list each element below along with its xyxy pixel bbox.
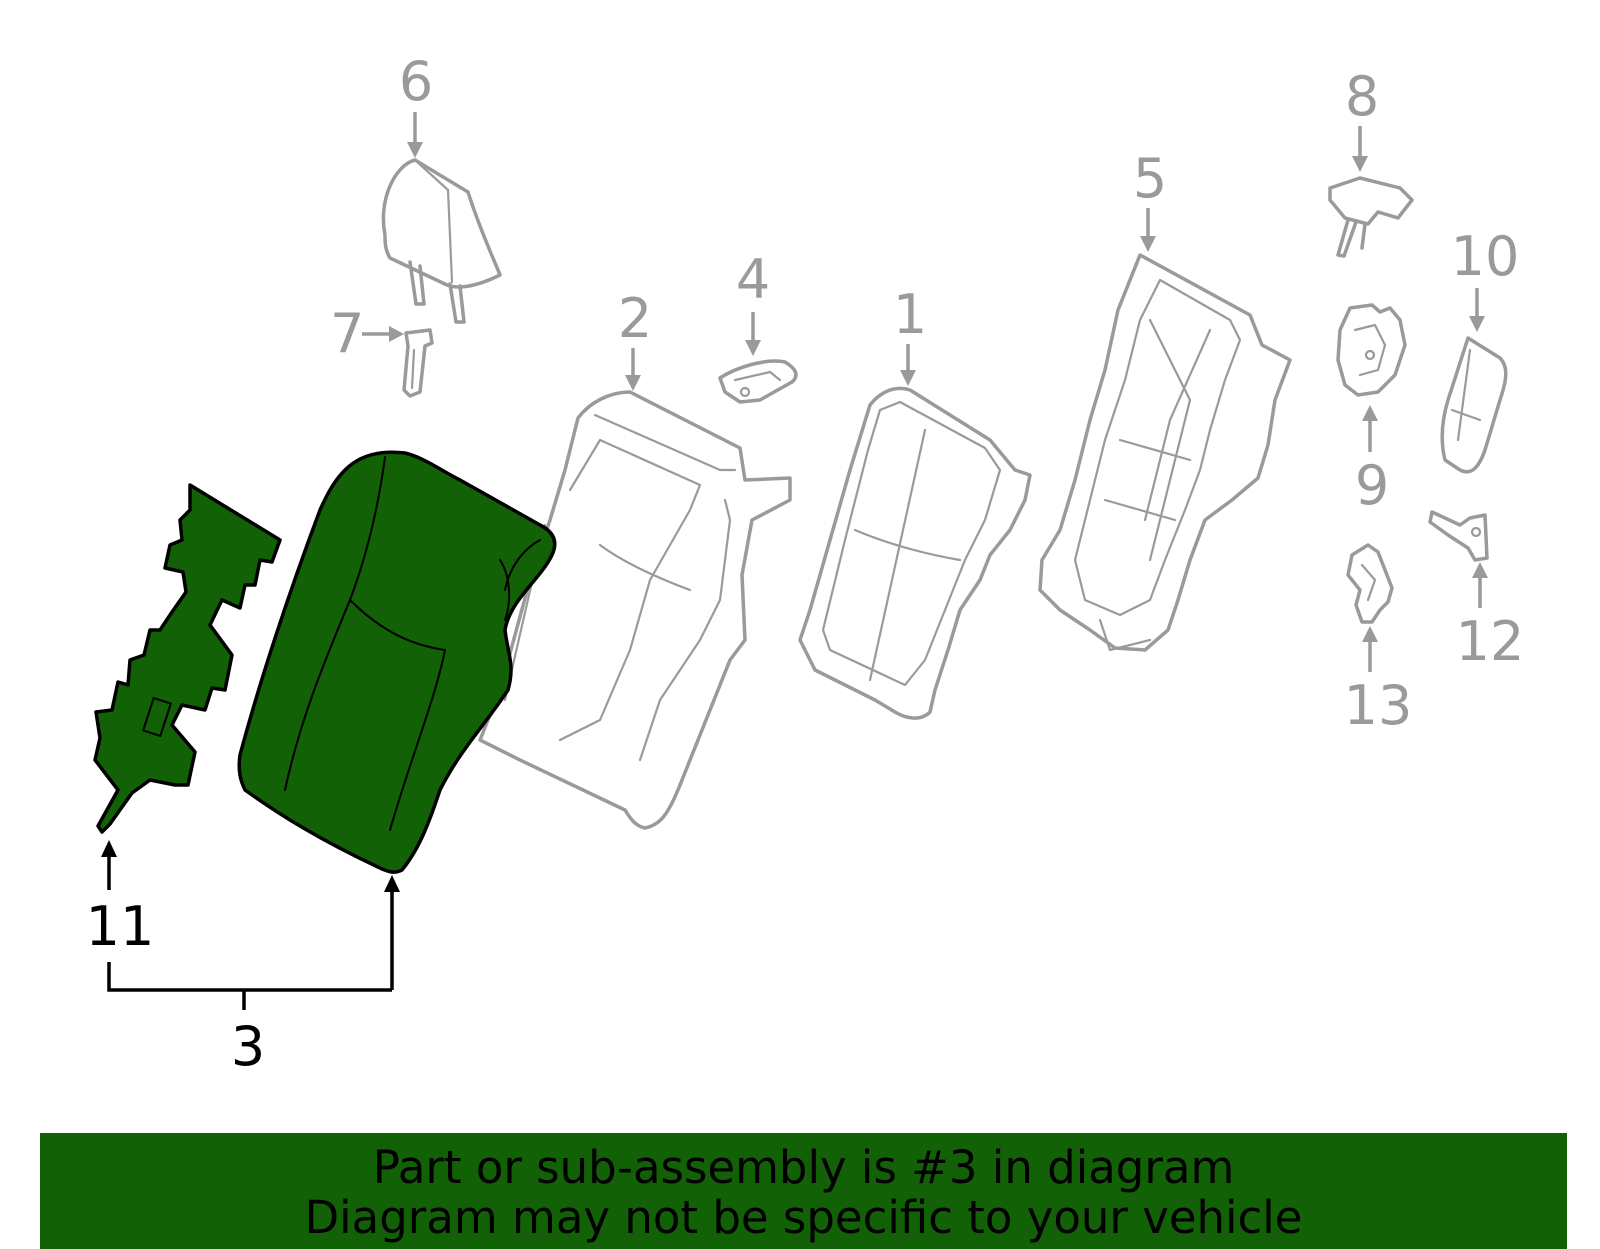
callout-13: 13 (1344, 674, 1413, 737)
callout-1: 1 (893, 283, 927, 346)
part-11-heater[interactable] (93, 483, 282, 834)
part-10-trim[interactable] (1440, 336, 1508, 474)
arrow-13 (1362, 626, 1378, 672)
part-1-back-panel[interactable] (798, 386, 1032, 720)
callout-6: 6 (399, 50, 433, 113)
part-3-seat-back-pad[interactable] (237, 450, 557, 874)
callout-2: 2 (618, 287, 652, 350)
arrow-7 (362, 326, 404, 342)
arrow-3 (384, 875, 400, 990)
part-13-clip[interactable] (1346, 543, 1394, 624)
arrow-6 (407, 112, 423, 158)
part-4-bezel[interactable] (718, 359, 798, 404)
arrow-2 (625, 348, 641, 391)
callout-9: 9 (1355, 454, 1389, 517)
callout-7: 7 (330, 302, 364, 365)
arrow-8 (1352, 126, 1368, 172)
arrow-10 (1469, 288, 1485, 332)
part-12-bracket[interactable] (1428, 510, 1489, 562)
callout-5: 5 (1133, 147, 1167, 210)
arrow-5 (1140, 208, 1156, 252)
callout-10: 10 (1451, 225, 1520, 288)
part-5-frame[interactable] (1038, 253, 1292, 652)
arrow-11 (101, 840, 117, 890)
bracket-3 (107, 962, 392, 1010)
callout-3: 3 (231, 1015, 265, 1078)
banner-line-2: Diagram may not be specific to your vehi… (304, 1191, 1303, 1244)
arrow-1 (900, 344, 916, 386)
part-9-latch[interactable] (1336, 303, 1407, 397)
part-8-clip[interactable] (1328, 176, 1414, 258)
arrow-9 (1362, 405, 1378, 452)
callout-4: 4 (736, 248, 770, 311)
part-6-headrest[interactable] (381, 158, 502, 324)
part-2-frame[interactable] (478, 390, 792, 830)
callout-12: 12 (1456, 610, 1525, 673)
callout-11: 11 (86, 895, 155, 958)
banner-line-1: Part or sub-assembly is #3 in diagram (372, 1141, 1235, 1194)
part-7-guide[interactable] (402, 328, 434, 398)
callout-8: 8 (1345, 65, 1379, 128)
arrow-4 (745, 312, 761, 356)
arrow-12 (1472, 562, 1488, 608)
info-banner: Part or sub-assembly is #3 in diagram Di… (40, 1133, 1567, 1249)
